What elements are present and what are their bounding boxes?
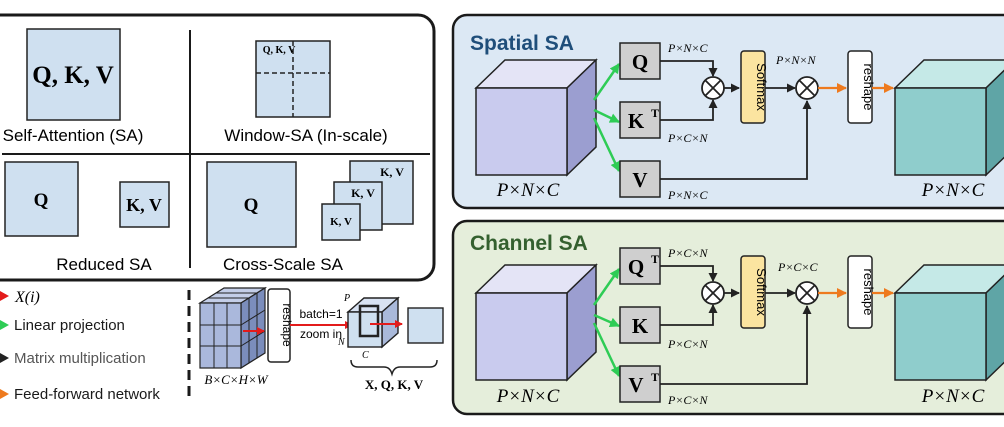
legend-label-xi: X(i) xyxy=(14,289,40,306)
channel-output-dims: P×N×C xyxy=(921,386,985,407)
spatial-v-box xyxy=(619,160,661,198)
spatial-q-label: Q xyxy=(632,50,648,74)
channel-dim-k: P×C×N xyxy=(667,337,709,351)
channel-title: Channel SA xyxy=(470,232,588,255)
spatial-input-cube xyxy=(474,58,598,177)
legend-item-linear: Linear projection xyxy=(0,317,125,334)
channel-v-label: V xyxy=(628,373,643,397)
reshape-demo: B×C×H×W reshape batch=1 zoom in P N C X,… xyxy=(197,286,444,392)
reduced-q-label: Q xyxy=(34,190,49,211)
channel-q-label: Q xyxy=(628,255,644,279)
spatial-dim-v: P×N×C xyxy=(667,188,709,202)
grid-cube-icon xyxy=(197,286,268,370)
sa-qkv-label: Q, K, V xyxy=(32,62,114,89)
window-caption: Window-SA (In-scale) xyxy=(224,126,387,145)
brace-icon xyxy=(350,359,438,377)
cross-q-label: Q xyxy=(244,195,259,216)
spatial-output-dims: P×N×C xyxy=(921,180,985,201)
legend-item-xi: X(i) xyxy=(0,289,40,306)
cross-kv1-label: K, V xyxy=(380,165,404,179)
orange-arrow-icon xyxy=(0,389,9,399)
black-arrow-icon xyxy=(0,353,9,363)
channel-reshape-label: reshape xyxy=(861,269,876,316)
channel-output-cube xyxy=(893,264,1004,382)
legend: X(i) Linear projection Matrix multiplica… xyxy=(0,289,191,403)
reduced-sa-cell: Q K, V Reduced SA xyxy=(4,161,170,274)
legend-label-matmul: Matrix multiplication xyxy=(14,350,146,367)
spatial-title: Spatial SA xyxy=(470,32,574,55)
channel-q-box xyxy=(619,247,661,285)
cross-caption: Cross-Scale SA xyxy=(223,255,344,274)
axis-c-label: C xyxy=(362,350,369,361)
channel-softmax-box xyxy=(740,255,766,329)
spatial-multiply-2-icon xyxy=(795,76,819,100)
axis-p-label: P xyxy=(343,293,350,304)
legend-label-linear: Linear projection xyxy=(14,317,125,334)
reduced-kv-label: K, V xyxy=(126,195,162,215)
spatial-dim-k: P×C×N xyxy=(667,131,709,145)
self-attention-cell: Q, K, V Self-Attention (SA) xyxy=(3,28,144,145)
channel-dim-attn: P×C×C xyxy=(777,260,819,274)
channel-softmax-label: Softmax xyxy=(754,268,769,316)
reshape-demo-label: reshape xyxy=(280,303,294,347)
sa-caption: Self-Attention (SA) xyxy=(3,126,144,145)
spatial-reshape-label: reshape xyxy=(861,64,876,111)
spatial-softmax-label: Softmax xyxy=(754,63,769,111)
window-sa-cell: Q, K, V Window-SA (In-scale) xyxy=(224,40,388,145)
channel-k-box xyxy=(619,306,661,344)
zoomed-matrix xyxy=(407,307,444,344)
output-label: X, Q, K, V xyxy=(365,377,424,392)
spatial-softmax-box xyxy=(740,50,766,124)
spatial-input-dims: P×N×C xyxy=(496,180,560,201)
spatial-output-cube xyxy=(893,59,1004,177)
spatial-k-sup: T xyxy=(651,106,659,120)
zoom-note: zoom in xyxy=(300,327,342,341)
spatial-k-box xyxy=(619,101,661,139)
channel-input-dims: P×N×C xyxy=(496,386,560,407)
channel-q-sup: T xyxy=(651,252,659,266)
channel-v-sup: T xyxy=(651,370,659,384)
pnc-cube-icon xyxy=(346,296,400,349)
green-arrow-icon xyxy=(0,320,9,330)
input-dims-label: B×C×H×W xyxy=(204,372,268,387)
cross-kv3-label: K, V xyxy=(330,216,352,228)
channel-k-label: K xyxy=(632,314,649,338)
batch-note: batch=1 xyxy=(299,307,342,321)
channel-multiply-2-icon xyxy=(795,281,819,305)
channel-sa-panel: Channel SA P×N×C Q T K V T P×C×N P×C×N P… xyxy=(451,219,1004,416)
legend-item-ffn: Feed-forward network xyxy=(0,386,160,403)
spatial-sa-panel: Spatial SA P×N×C Q K T V P×N×C P×C×N P×N… xyxy=(451,13,1004,210)
reduced-caption: Reduced SA xyxy=(56,255,152,274)
cross-kv2-label: K, V xyxy=(351,186,375,200)
axis-n-label: N xyxy=(337,337,346,348)
window-qkv-label: Q, K, V xyxy=(263,45,296,56)
channel-input-cube xyxy=(474,263,598,382)
spatial-dim-q: P×N×C xyxy=(667,41,709,55)
spatial-k-label: K xyxy=(628,109,645,133)
spatial-v-label: V xyxy=(632,168,647,192)
red-arrow-icon xyxy=(0,291,9,301)
legend-label-ffn: Feed-forward network xyxy=(14,386,160,403)
legend-item-matmul: Matrix multiplication xyxy=(0,350,146,367)
spatial-dim-attn: P×N×N xyxy=(775,53,817,67)
spatial-multiply-1-icon xyxy=(701,76,725,100)
sa-types-panel: Q, K, V Self-Attention (SA) Q, K, V Wind… xyxy=(0,13,436,282)
channel-multiply-1-icon xyxy=(701,281,725,305)
channel-dim-v: P×C×N xyxy=(667,393,709,407)
cross-scale-sa-cell: Q K, V K, V K, V Cross-Scale SA xyxy=(206,160,414,274)
channel-dim-q: P×C×N xyxy=(667,246,709,260)
